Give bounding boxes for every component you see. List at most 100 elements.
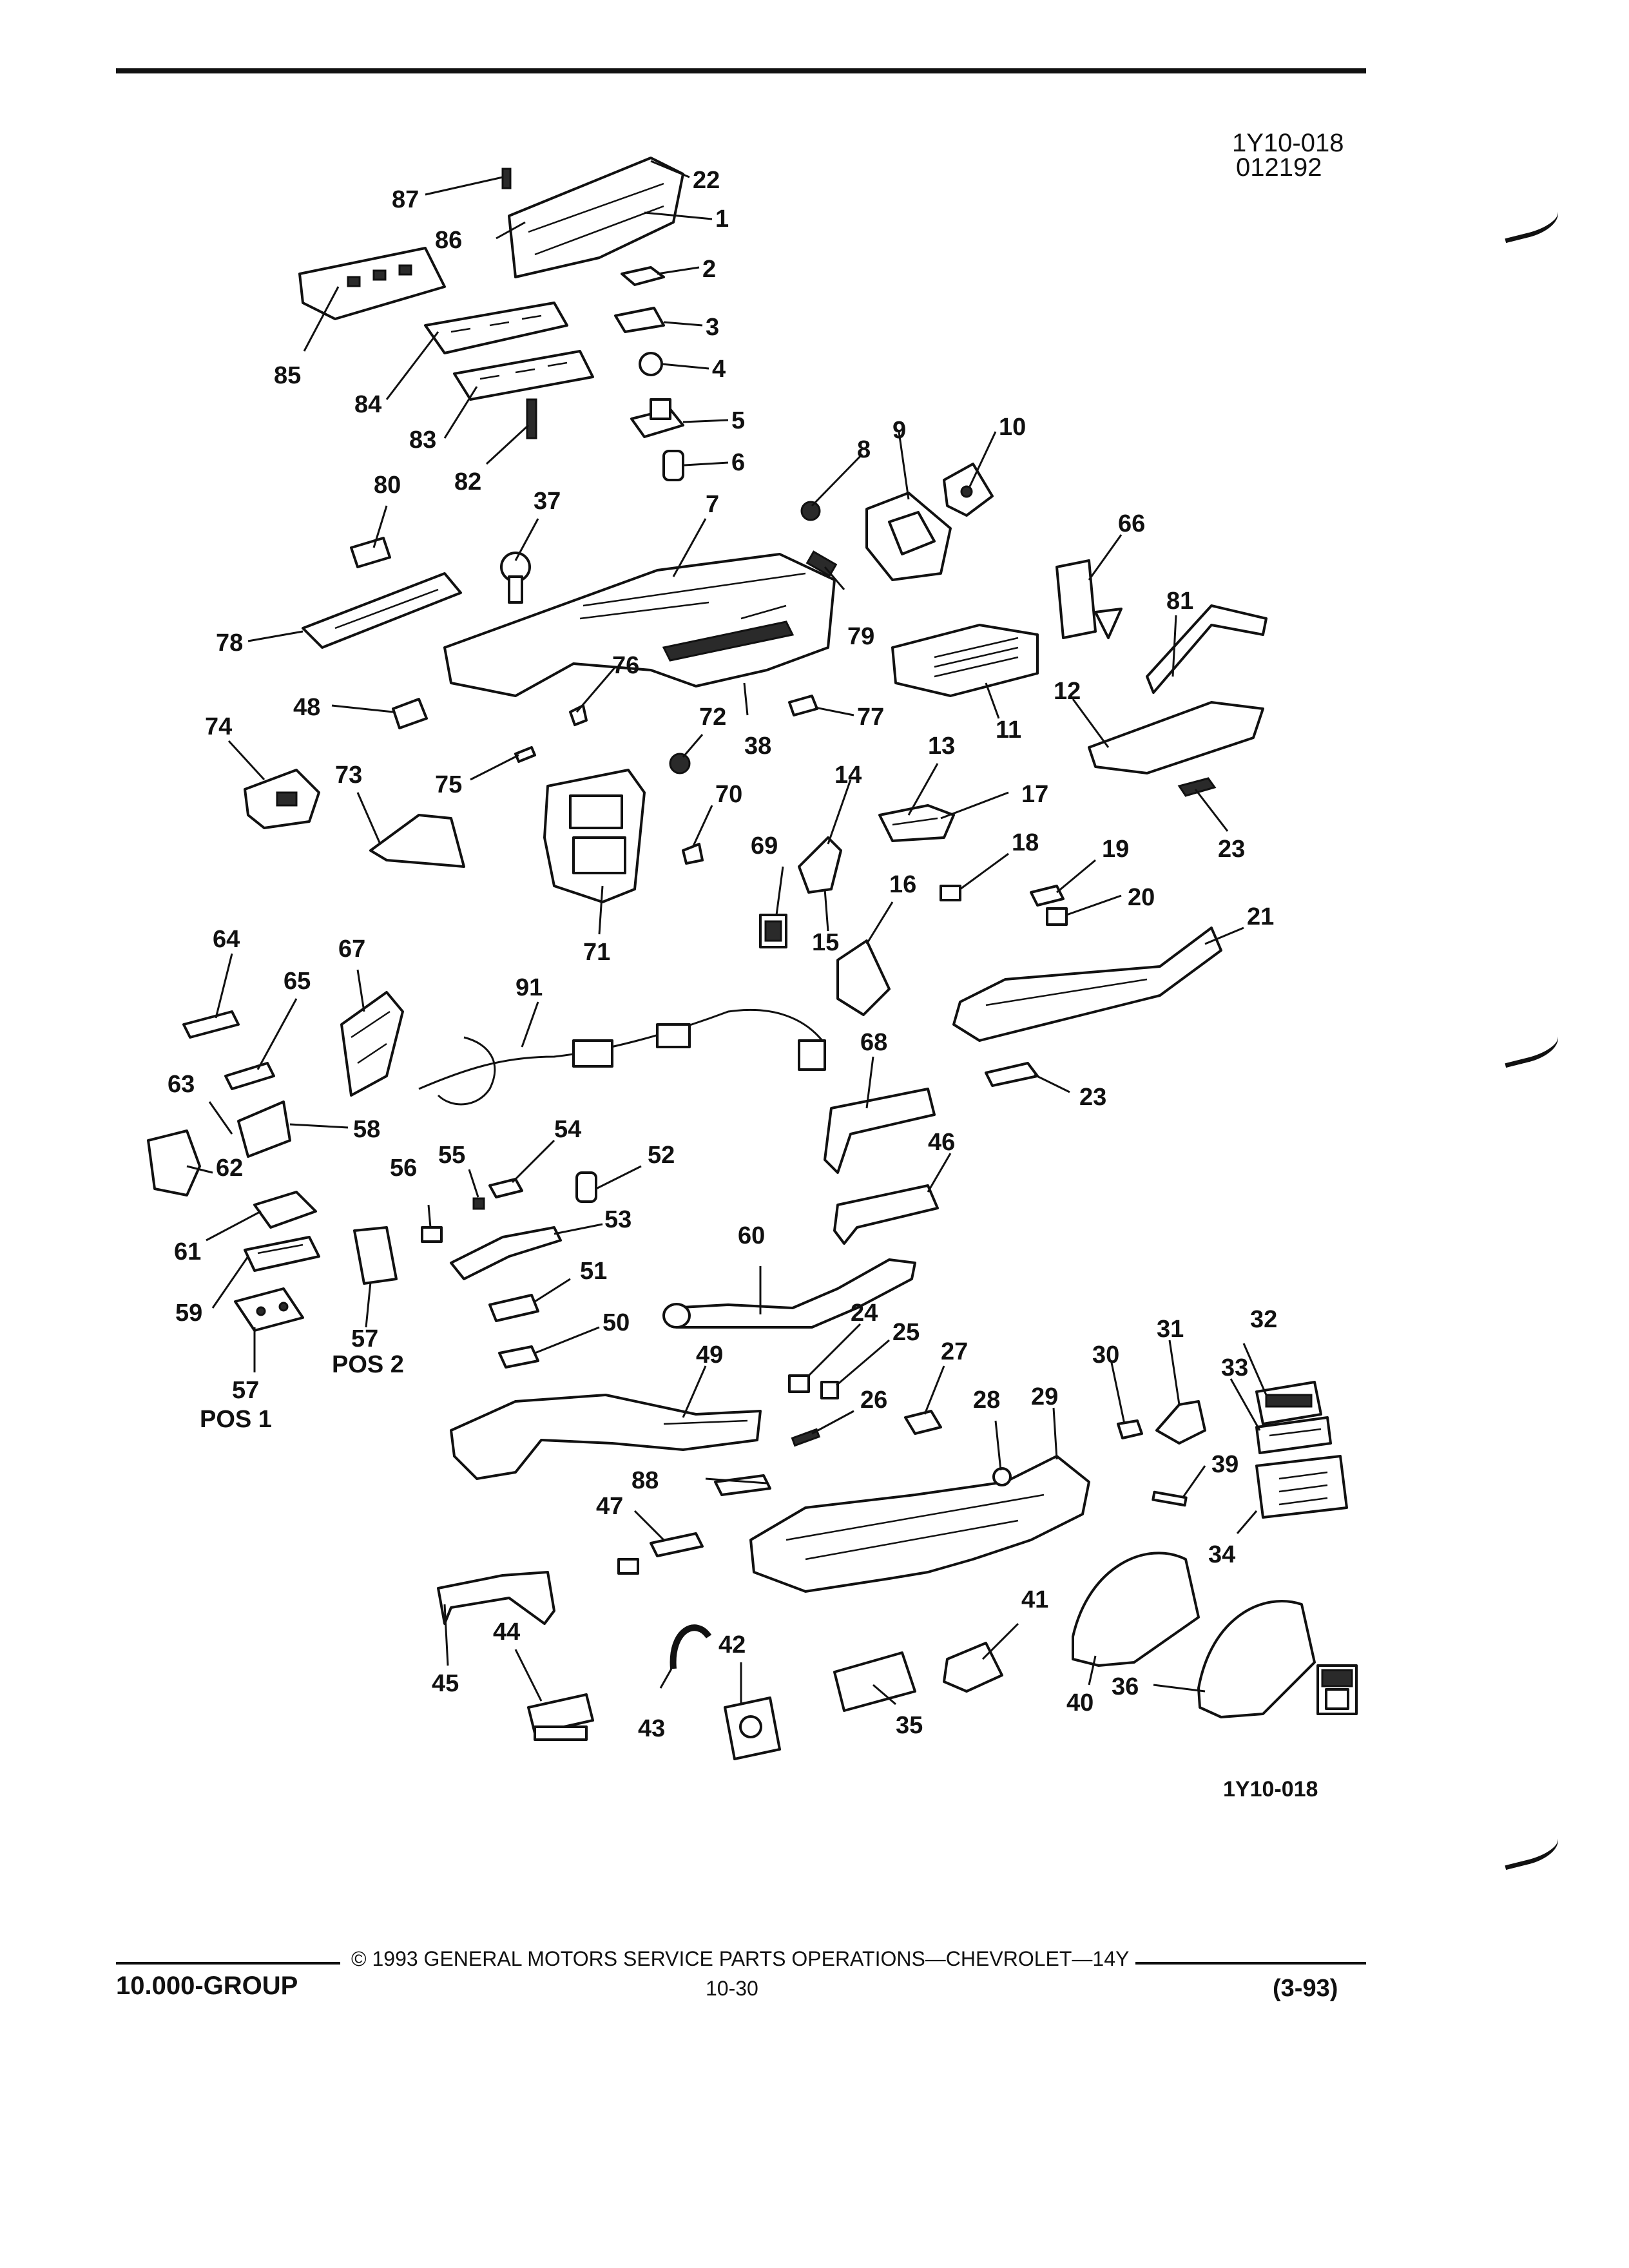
figure-label: 1Y10-018 (1223, 1777, 1318, 1802)
knob-part-4 (639, 352, 663, 376)
callout-68: 68 (860, 1029, 887, 1056)
callout-82: 82 (454, 468, 481, 495)
strip-part-65 (224, 1062, 275, 1090)
callout-74: 74 (205, 713, 232, 740)
callout-6: 6 (731, 449, 745, 476)
revision-label: (3-93) (1273, 1975, 1338, 2002)
callout-62: 62 (216, 1155, 243, 1182)
callout-59: 59 (175, 1300, 202, 1327)
bracket-part-44 (527, 1693, 594, 1741)
center-bezel-part-71 (543, 769, 646, 903)
callout-47: 47 (596, 1493, 623, 1520)
bracket-part-66 (1055, 559, 1123, 639)
bracket-part-42 (724, 1696, 781, 1760)
page-number: 10-30 (706, 1977, 758, 2000)
callout-43: 43 (638, 1715, 665, 1742)
callout-34: 34 (1208, 1541, 1235, 1568)
duct-part-12 (1088, 701, 1264, 774)
trim-bezel-part-78 (302, 572, 462, 649)
connector-part-56 (421, 1226, 443, 1243)
clip-part-51 (488, 1294, 539, 1322)
callout-8: 8 (857, 436, 871, 463)
hose-part-43 (670, 1624, 712, 1669)
bracket-part-62 (147, 1129, 201, 1196)
radio-housing-part-11 (891, 624, 1039, 697)
bulb-part-52 (575, 1171, 597, 1203)
callout-20: 20 (1128, 884, 1155, 911)
nut-part-8 (800, 501, 821, 521)
clip-part-54 (488, 1178, 523, 1198)
cross-car-beam-part-29 (749, 1455, 1090, 1593)
vent-bezel-part-9 (865, 492, 952, 581)
panel-part-67 (340, 991, 404, 1097)
control-head-part-34 (1255, 1455, 1348, 1519)
callout-21: 21 (1247, 903, 1274, 930)
bracket-part-88 (714, 1474, 771, 1496)
footer-rule-left (116, 1962, 340, 1965)
bulb-socket-part-6 (662, 450, 684, 481)
position-label-pos1: POS 1 (200, 1406, 272, 1433)
callout-16: 16 (889, 871, 916, 898)
callout-31: 31 (1157, 1316, 1184, 1343)
callout-67: 67 (338, 936, 365, 963)
callout-22: 22 (693, 167, 720, 194)
callout-50: 50 (602, 1309, 630, 1336)
callout-5: 5 (731, 407, 745, 434)
callout-15: 15 (812, 929, 839, 956)
callout-48: 48 (293, 694, 320, 721)
callout-73: 73 (335, 762, 362, 789)
connectors-parts-24-25 (788, 1374, 839, 1399)
duct-part-60 (662, 1258, 916, 1329)
callout-80: 80 (374, 472, 401, 499)
connector-part-69 (759, 914, 787, 948)
callout-61: 61 (174, 1238, 201, 1265)
leader-lines (186, 160, 1268, 1706)
callout-77: 77 (857, 704, 884, 731)
trim-part-14 (798, 836, 842, 894)
connector-part-79 (805, 550, 838, 577)
callout-71: 71 (583, 939, 610, 966)
callout-4: 4 (712, 356, 726, 383)
callout-91: 91 (516, 974, 543, 1001)
strip-part-75 (514, 746, 536, 763)
knob-part-37 (500, 552, 531, 604)
clips-part-47 (617, 1532, 704, 1575)
callout-54: 54 (554, 1116, 581, 1143)
switch-assembly-part-13-17 (878, 804, 955, 842)
callout-23: 23 (1079, 1084, 1106, 1111)
lamp-housing-part-74 (244, 769, 320, 829)
callout-84: 84 (354, 391, 381, 418)
knee-bolster-part-21 (952, 927, 1222, 1042)
callout-18: 18 (1012, 829, 1039, 856)
callout-55: 55 (438, 1142, 465, 1169)
callout-2: 2 (702, 256, 716, 283)
callout-29: 29 (1031, 1383, 1058, 1410)
callout-10: 10 (999, 414, 1026, 441)
callout-25: 25 (892, 1319, 920, 1346)
grille-part-83 (453, 350, 594, 401)
brace-part-68 (824, 1088, 936, 1174)
pad-part-23-upper (1177, 777, 1217, 797)
duct-part-49 (450, 1394, 762, 1480)
group-label: 10.000-GROUP (116, 1972, 298, 2000)
callout-1: 1 (715, 206, 729, 233)
pad-part-23-lower (985, 1062, 1039, 1087)
callout-3: 3 (706, 314, 719, 341)
callout-28: 28 (973, 1387, 1000, 1414)
cover-part-36 (1197, 1600, 1316, 1718)
bracket-part-41 (943, 1642, 1003, 1693)
callout-49: 49 (696, 1341, 723, 1369)
bracket-part-53 (450, 1226, 562, 1280)
callout-65: 65 (284, 968, 311, 995)
callout-23: 23 (1218, 836, 1245, 863)
callout-13: 13 (928, 733, 955, 760)
clip-part-64 (182, 1010, 240, 1039)
callout-64: 64 (213, 926, 240, 953)
clip-part-18 (940, 885, 961, 901)
callout-26: 26 (860, 1387, 887, 1414)
module-part-58 (237, 1100, 291, 1158)
brace-part-46 (833, 1184, 939, 1245)
callout-17: 17 (1021, 781, 1048, 808)
callout-38: 38 (744, 733, 771, 760)
